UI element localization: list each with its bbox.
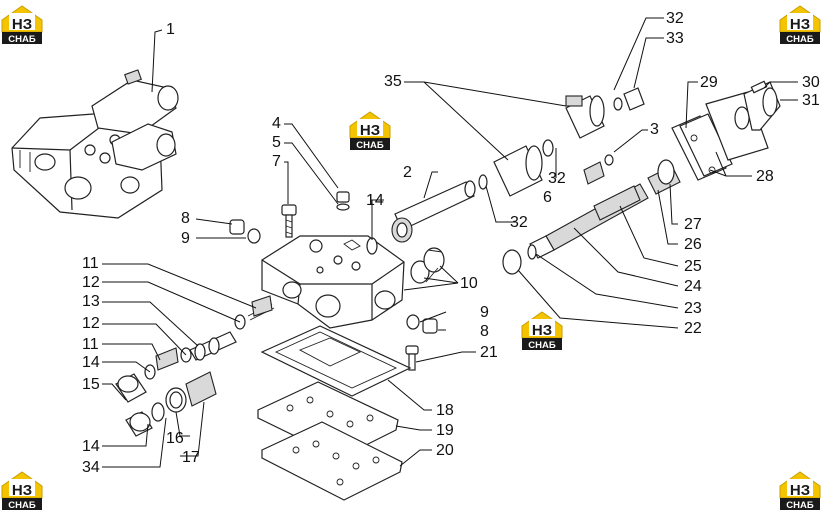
callout-labels: 1 2 3 4 5 6 7 8 8 9 9 10 11 11 12 12 13 … [82, 10, 820, 476]
callout-8-right: 8 [480, 323, 489, 340]
callout-34: 34 [82, 459, 100, 476]
callout-15: 15 [82, 376, 100, 393]
callout-12-lower: 12 [82, 315, 100, 332]
plug-part-8-right [406, 314, 438, 334]
plate-part-20 [261, 421, 403, 501]
gasket-part-18 [260, 325, 412, 397]
callout-18: 18 [436, 402, 454, 419]
watermark-logo-upper-center [349, 111, 391, 152]
callout-7: 7 [272, 153, 281, 170]
callout-22: 22 [684, 320, 702, 337]
callout-16: 16 [166, 430, 184, 447]
callout-11-upper: 11 [82, 255, 99, 272]
callout-30: 30 [802, 74, 820, 91]
sleeve-part-10 [410, 247, 445, 284]
callout-25: 25 [684, 258, 702, 275]
plug-part-8-left [229, 219, 261, 244]
callout-21: 21 [480, 344, 498, 361]
callout-11-lower: 11 [82, 336, 99, 353]
callout-2: 2 [403, 164, 412, 181]
callout-14-center: 14 [366, 192, 384, 209]
callout-5: 5 [272, 134, 281, 151]
callout-24: 24 [684, 278, 702, 295]
plug-part-4 [336, 191, 350, 211]
callout-9-left: 9 [181, 230, 190, 247]
spring-set-drawing [502, 183, 649, 275]
shaft-part-2 [366, 180, 476, 255]
callout-13: 13 [82, 293, 100, 310]
screw-part-21 [405, 345, 419, 371]
callout-12-upper: 12 [82, 274, 100, 291]
callout-28: 28 [756, 168, 774, 185]
callout-19: 19 [436, 422, 454, 439]
watermark-logo-center-right [521, 311, 563, 352]
callout-1: 1 [166, 21, 175, 38]
callout-10: 10 [460, 275, 478, 292]
watermark-logo-bottom-right [779, 471, 821, 512]
callout-6: 6 [543, 189, 552, 206]
valve-body-drawing [261, 235, 405, 329]
callout-32-center: 32 [548, 170, 566, 187]
callout-8-left: 8 [181, 210, 190, 227]
callout-32-right: 32 [510, 214, 528, 231]
callout-14-left-upper: 14 [82, 354, 100, 371]
callout-23: 23 [684, 300, 702, 317]
callout-35: 35 [384, 73, 402, 90]
callout-29: 29 [700, 74, 718, 91]
callout-33: 33 [666, 30, 684, 47]
callout-26: 26 [684, 236, 702, 253]
callout-20: 20 [436, 442, 454, 459]
screw-part-7 [281, 204, 297, 238]
watermark-logo-top-right [779, 5, 821, 46]
assembled-valve-drawing [11, 69, 179, 219]
callout-27: 27 [684, 216, 702, 233]
callout-32-top: 32 [666, 10, 684, 27]
callout-3: 3 [650, 121, 659, 138]
callout-31: 31 [802, 92, 820, 109]
callout-17: 17 [182, 449, 200, 466]
callout-9-right: 9 [480, 304, 489, 321]
watermark-logo-bottom-left [1, 471, 43, 512]
callout-4: 4 [272, 115, 281, 132]
watermark-logo-top-left [1, 5, 43, 46]
leader-lines [102, 17, 798, 468]
spool-assembly-drawing [144, 295, 275, 380]
solenoid-parts-drawing [478, 87, 645, 197]
callout-14-left-lower: 14 [82, 438, 100, 455]
end-cover-drawing [647, 80, 781, 195]
